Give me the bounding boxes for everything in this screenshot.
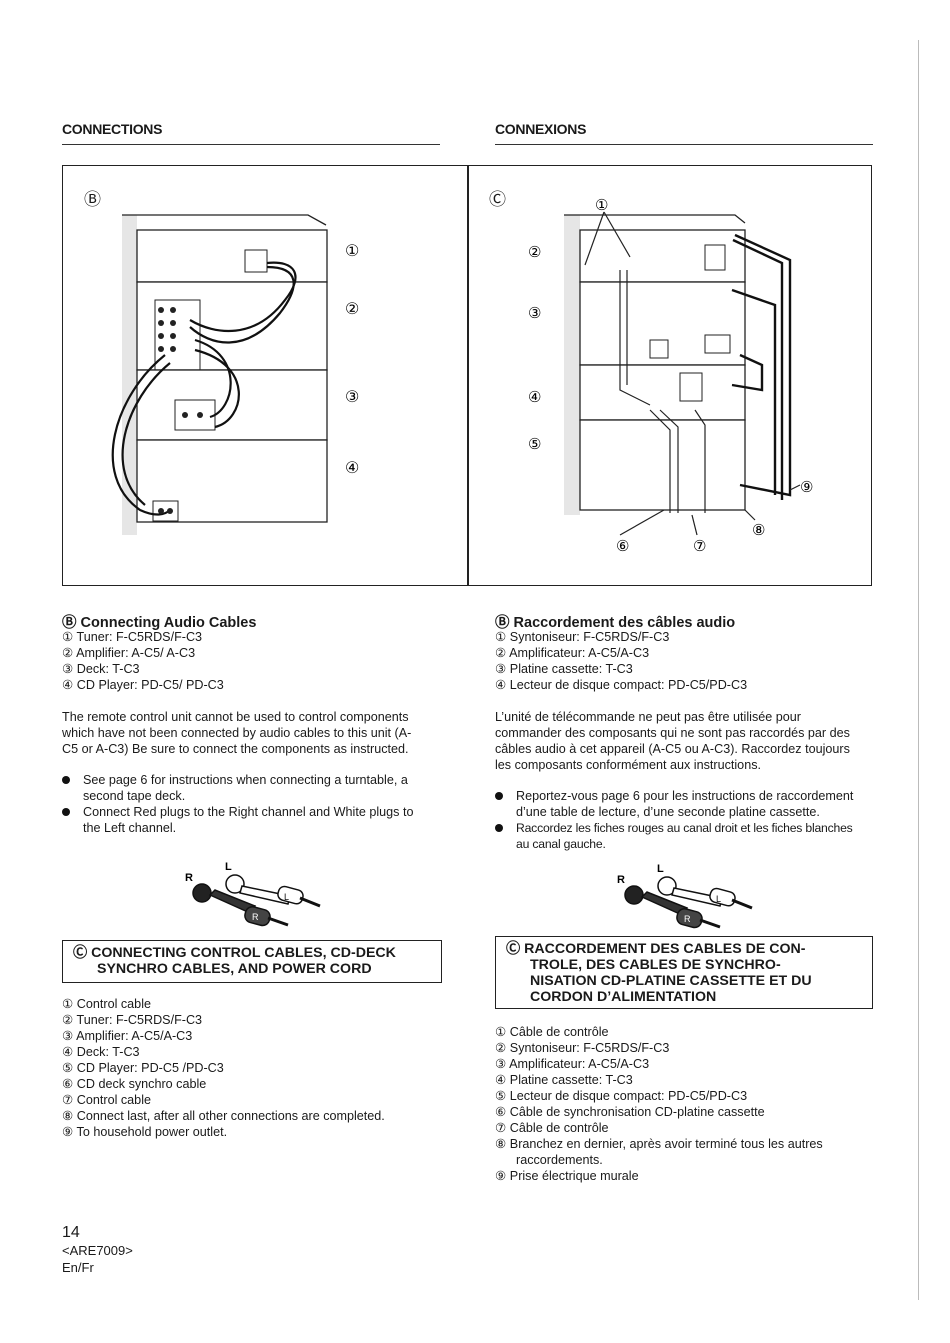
bullet-dot [495,792,503,800]
list-item: ① Tuner: F-C5RDS/F-C3 [62,630,203,644]
list-item: ⑥ Câble de synchronisation CD-platine ca… [495,1105,765,1119]
left-c-list: ① Control cable ② Tuner: F-C5RDS/F-C3 ③ … [62,996,385,1140]
right-b-list: ① Syntoniseur: F-C5RDS/F-C3 ② Amplificat… [495,629,747,693]
left-bullets: See page 6 for instructions when connect… [62,772,442,836]
paragraph-line: which have not been connected by audio c… [62,726,412,740]
callout-c-5: ⑤ [528,436,541,453]
callout-c-2: ② [528,244,541,261]
svg-text:L: L [225,861,232,873]
callout-c-7: ⑦ [693,538,706,555]
rca-plug-illustration-left: R L L R [185,861,321,927]
list-item: ② Amplificateur: A-C5/A-C3 [495,646,650,660]
margin-line [918,40,919,1300]
figure-c-marker: Ⓒ [489,190,506,209]
callout-b-4: ④ [345,460,359,477]
list-item: ④ Lecteur de disque compact: PD-C5/PD-C3 [495,678,748,692]
list-item: ① Syntoniseur: F-C5RDS/F-C3 [495,630,670,644]
list-item: ⑧ Connect last, after all other connecti… [62,1109,385,1123]
header-rule-right [495,144,873,145]
header-rule-left [62,144,440,145]
svg-text:L: L [716,894,721,904]
callout-c-4: ④ [528,389,541,406]
paragraph-line: L’unité de télécommande ne peut pas être… [495,710,801,724]
right-c-title-line: CORDON D’ALIMENTATION [530,989,717,1005]
bullet-item: Connect Red plugs to the Right channel a… [62,804,442,836]
page-number: 14 [62,1224,80,1241]
right-c-title-line: TROLE, DES CABLES DE SYNCHRO- [530,957,781,973]
list-item: ⑥ CD deck synchro cable [62,1077,207,1091]
bullet-item: See page 6 for instructions when connect… [62,772,442,804]
list-item: ⑧ Branchez en dernier, après avoir termi… [495,1137,823,1151]
paragraph-line: les composants conformément aux instruct… [495,758,761,772]
rca-plug-illustration-right: R L L R [617,863,753,929]
list-item: ⑤ Lecteur de disque compact: PD-C5/PD-C3 [495,1089,748,1103]
svg-text:R: R [252,912,259,922]
left-paragraph: The remote control unit cannot be used t… [62,709,442,757]
callout-c-9: ⑨ [800,479,813,496]
list-item: ① Control cable [62,997,151,1011]
list-item: ⑤ CD Player: PD-C5 /PD-C3 [62,1061,224,1075]
right-b-title: Ⓑ Raccordement des câbles audio [495,615,736,631]
svg-text:L: L [284,892,289,902]
callout-b-1: ① [345,243,359,260]
list-item: ② Syntoniseur: F-C5RDS/F-C3 [495,1041,670,1055]
paragraph-line: The remote control unit cannot be used t… [62,710,409,724]
list-item: ④ Deck: T-C3 [62,1045,140,1059]
right-paragraph: L’unité de télécommande ne peut pas être… [495,709,873,773]
callout-c-3: ③ [528,305,541,322]
figure-divider [467,165,469,586]
list-item: ③ Amplifier: A-C5/A-C3 [62,1029,193,1043]
list-item: ④ Platine cassette: T-C3 [495,1073,633,1087]
bullet-item: Raccordez les fiches rouges au canal dro… [495,820,875,852]
svg-text:R: R [617,874,625,886]
right-c-list: ① Câble de contrôle ② Syntoniseur: F-C5R… [495,1024,823,1184]
bullet-item: Reportez-vous page 6 pour les instructio… [495,788,875,820]
svg-text:R: R [185,872,193,884]
list-item: ④ CD Player: PD-C5/ PD-C3 [62,678,224,692]
left-b-list: ① Tuner: F-C5RDS/F-C3 ② Amplifier: A-C5/… [62,629,224,693]
header-connexions: CONNEXIONS [495,121,587,137]
list-item: ⑨ To household power outlet. [62,1125,228,1139]
bullet-dot [495,824,503,832]
callout-c-1: ① [595,197,608,214]
left-b-title: Ⓑ Connecting Audio Cables [62,615,257,631]
list-item: ③ Platine cassette: T-C3 [495,662,633,676]
callout-b-2: ② [345,301,359,318]
callout-c-8: ⑧ [752,522,765,539]
header-connections: CONNECTIONS [62,121,163,137]
list-item: raccordements. [516,1153,603,1167]
language-code: En/Fr [62,1260,94,1275]
list-item: ② Tuner: F-C5RDS/F-C3 [62,1013,203,1027]
left-c-title-line: SYNCHRO CABLES, AND POWER CORD [97,961,372,977]
right-bullets: Reportez-vous page 6 pour les instructio… [495,788,875,852]
svg-text:R: R [684,914,691,924]
figure-b-marker: Ⓑ [84,190,101,209]
diagram-b-audio-cables: ① ② ③ ④ [111,214,359,535]
list-item: ② Amplifier: A-C5/ A-C3 [62,646,196,660]
list-item: ⑦ Control cable [62,1093,151,1107]
left-c-title-box: Ⓒ CONNECTING CONTROL CABLES, CD-DECK SYN… [62,940,442,983]
svg-text:L: L [657,863,664,875]
callout-c-6: ⑥ [616,538,629,555]
bullet-dot [62,808,70,816]
list-item: ① Câble de contrôle [495,1025,609,1039]
bullet-dot [62,776,70,784]
paragraph-line: commander des composants qui ne sont pas… [495,726,850,740]
paragraph-line: C5 or A-C3) Be sure to connect the compo… [62,742,409,756]
right-c-title-box: Ⓒ RACCORDEMENT DES CABLES DE CON- TROLE,… [495,936,873,1009]
right-c-title-line: NISATION CD-PLATINE CASSETTE ET DU [530,973,812,989]
list-item: ③ Amplificateur: A-C5/A-C3 [495,1057,650,1071]
document-code: <ARE7009> [62,1243,133,1258]
left-c-title-line: Ⓒ CONNECTING CONTROL CABLES, CD-DECK [73,945,396,961]
diagram-c-control-cables: ① ② ③ ④ ⑤ ⑥ ⑦ ⑧ ⑨ [528,197,813,555]
right-c-title-line: Ⓒ RACCORDEMENT DES CABLES DE CON- [506,941,806,957]
list-item: ⑨ Prise électrique murale [495,1169,639,1183]
list-item: ⑦ Câble de contrôle [495,1121,609,1135]
paragraph-line: câbles audio à cet appareil (A-C5 ou A-C… [495,742,850,756]
callout-b-3: ③ [345,389,359,406]
list-item: ③ Deck: T-C3 [62,662,140,676]
